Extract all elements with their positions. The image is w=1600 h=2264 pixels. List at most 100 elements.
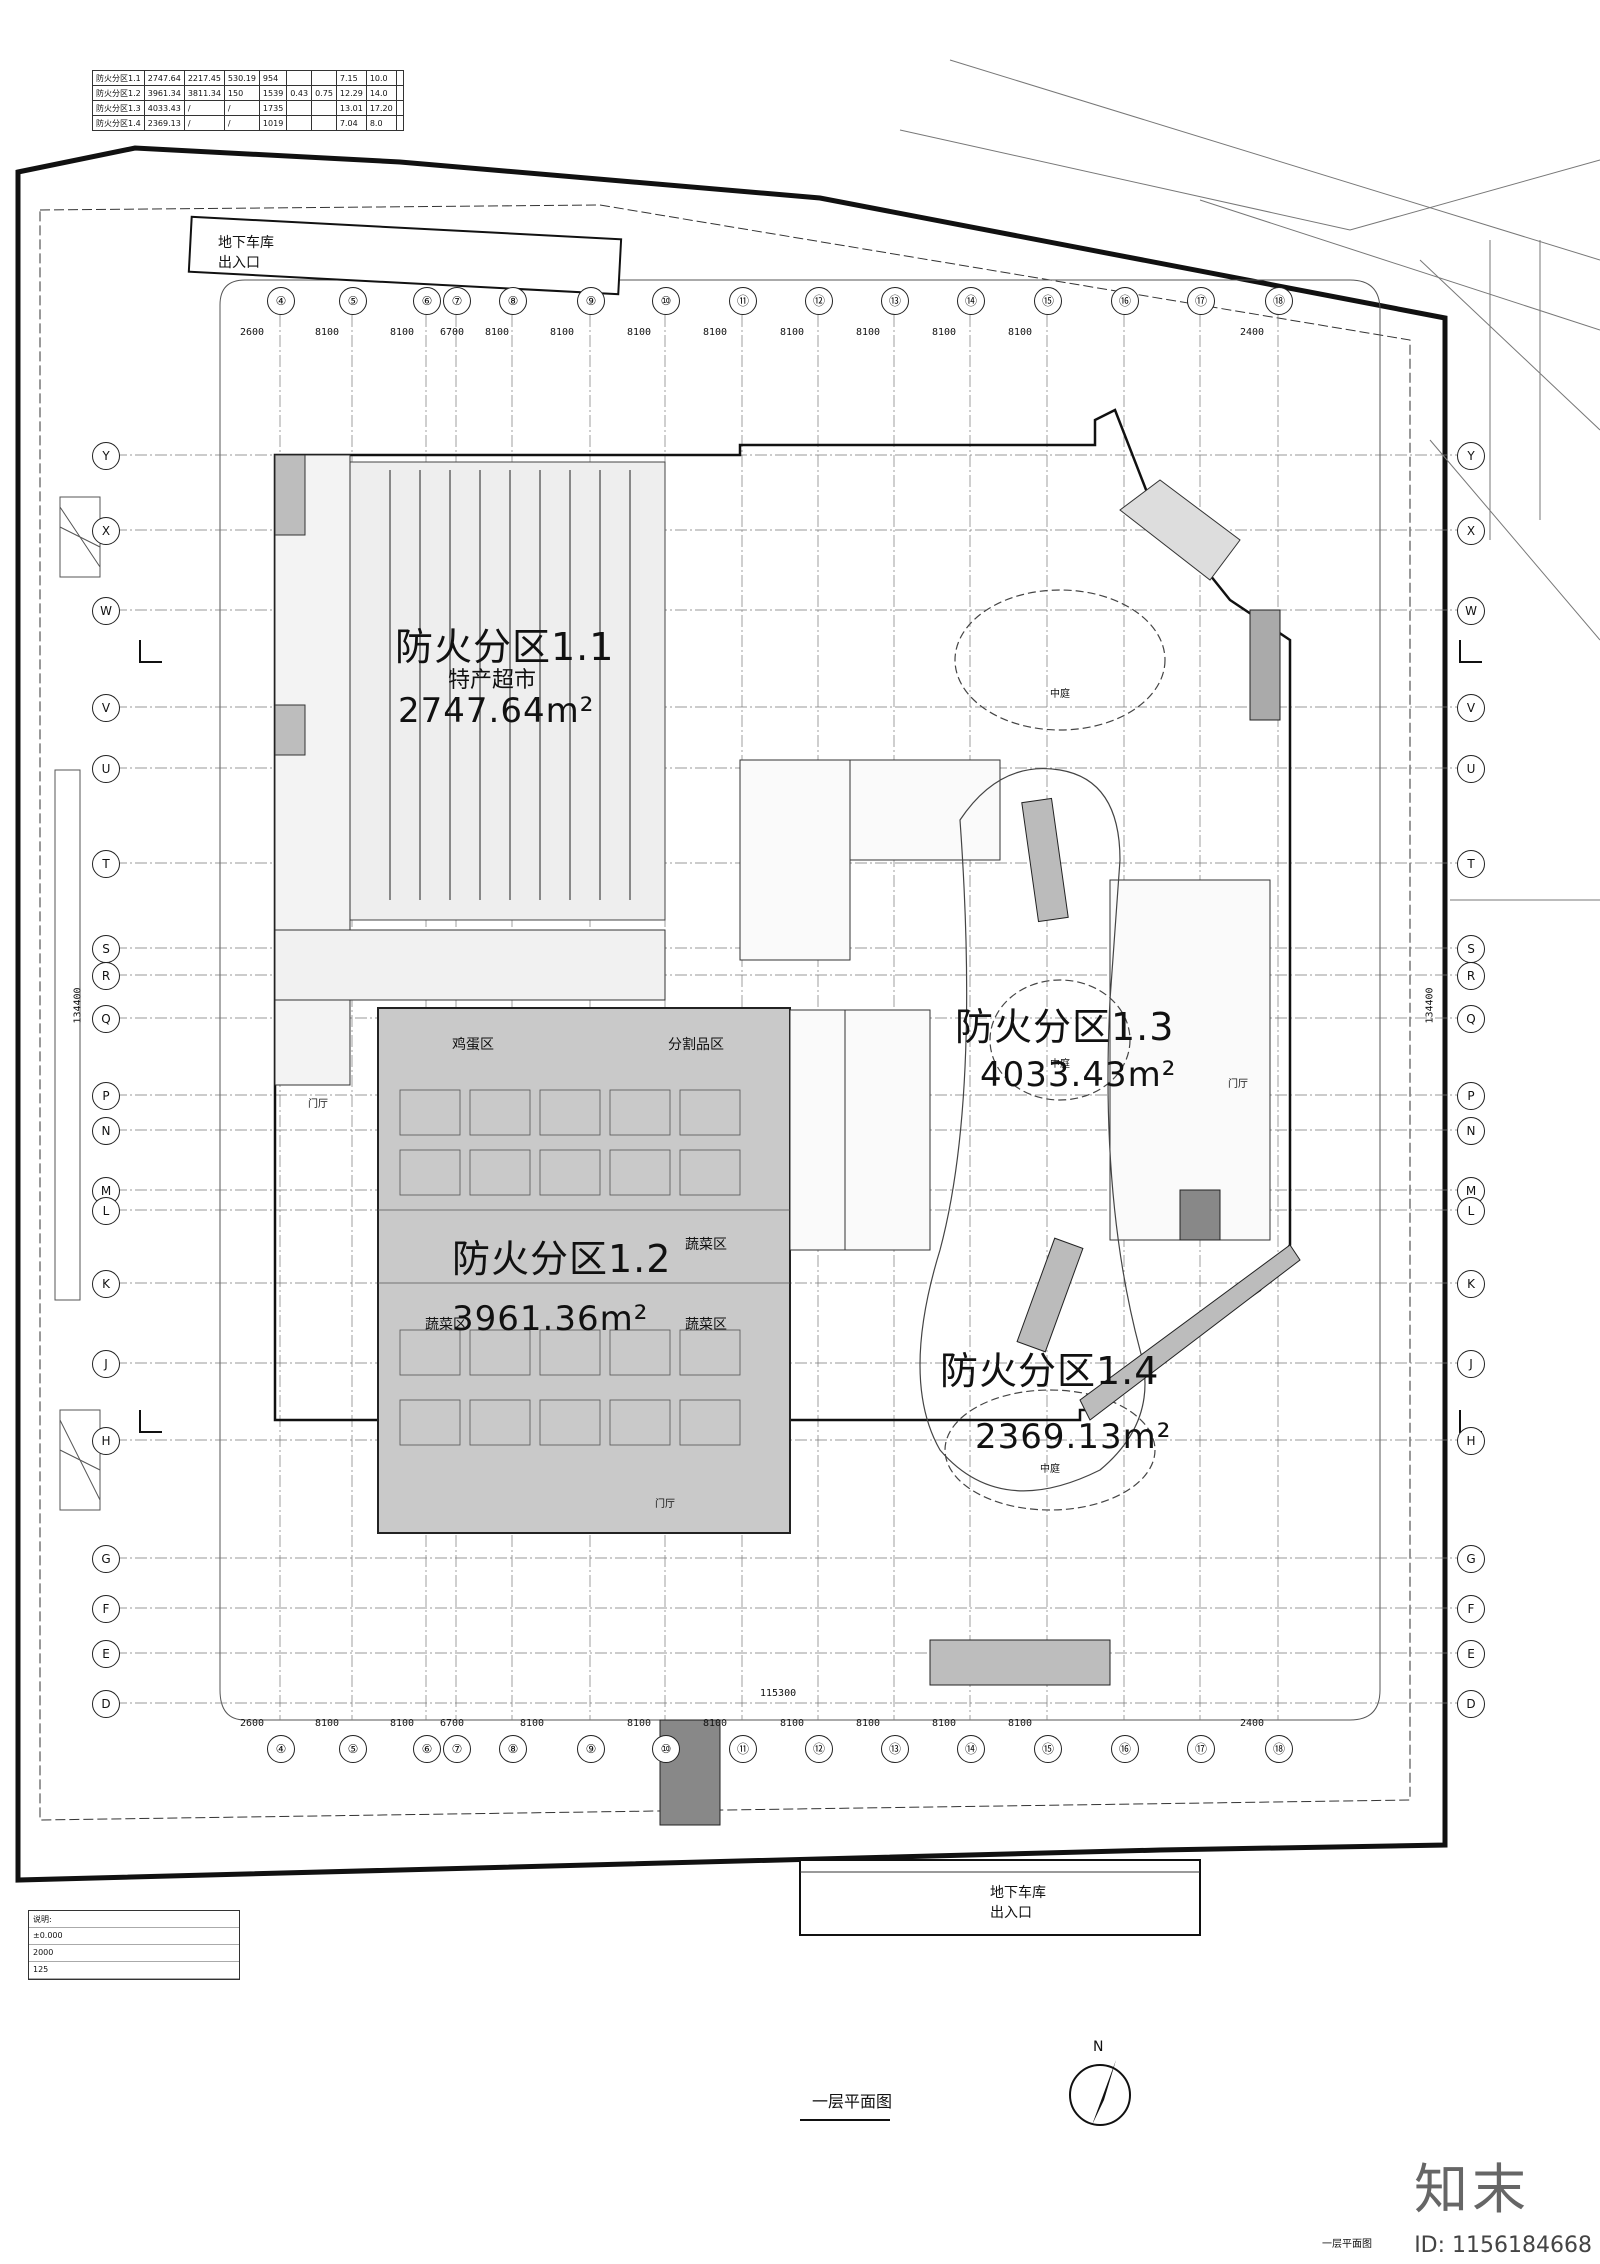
atrium-label-3: 中庭 [1040, 1464, 1060, 1475]
zone-1-1-area: 2747.64m² [398, 691, 595, 731]
atrium-label-1: 中庭 [1050, 689, 1070, 700]
summary-cell [395, 85, 404, 101]
meat-area: 分割品区 [668, 1037, 724, 1053]
summary-cell: 0.75 [311, 85, 337, 101]
road-curve [219, 279, 1381, 1721]
summary-cell [395, 70, 404, 86]
summary-cell: 2369.13 [143, 115, 185, 131]
axis-bubble-top: ⑩ [652, 287, 680, 315]
dimension-top: 8100 [780, 327, 805, 338]
summary-cell: 12.29 [335, 85, 367, 101]
dimension-bottom: 8100 [703, 1718, 728, 1729]
axis-bubble-left: U [92, 755, 120, 783]
summary-cell: 3961.34 [143, 85, 185, 101]
garage-label-top: 地下车库 [218, 235, 274, 251]
summary-cell [311, 115, 337, 131]
axis-bubble-left: W [92, 597, 120, 625]
north-label: N [1093, 2039, 1104, 2055]
shelf-rows [389, 470, 631, 900]
atrium-3 [944, 1389, 1156, 1511]
dimension-bottom: 2600 [240, 1718, 265, 1729]
stall-grid [378, 1089, 790, 1446]
summary-cell: 防火分区1.3 [92, 100, 145, 116]
axis-bubble-bottom: ⑩ [652, 1735, 680, 1763]
zone-1-1-sub: 特产超市 [448, 668, 537, 693]
dimension-bottom: 8100 [627, 1718, 652, 1729]
egg-area: 鸡蛋区 [452, 1037, 494, 1053]
axis-bubble-left: K [92, 1270, 120, 1298]
axis-bubble-left: R [92, 962, 120, 990]
watermark-logo: 知末 [1414, 2158, 1530, 2221]
dimension-total-right: 134400 [1424, 987, 1436, 1024]
escalator-2 [1016, 1237, 1084, 1353]
veg-area-3: 蔬菜区 [685, 1317, 727, 1333]
escalator-1 [1021, 797, 1069, 923]
service-hatch-1 [274, 454, 306, 536]
summary-cell: 1735 [258, 100, 288, 116]
axis-bubble-right: P [1457, 1082, 1485, 1110]
zone-1-4-name: 防火分区1.4 [940, 1349, 1160, 1393]
axis-bubble-bottom: ⑧ [499, 1735, 527, 1763]
axis-bubble-top: ⑪ [729, 287, 757, 315]
dimension-top: 8100 [703, 327, 728, 338]
summary-cell: 7.15 [335, 70, 367, 86]
stair-hatch-right [1249, 609, 1281, 721]
axis-bubble-bottom: ⑮ [1034, 1735, 1062, 1763]
axis-bubble-right: T [1457, 850, 1485, 878]
zone-1-2-floor [377, 1007, 791, 1534]
axis-bubble-right: S [1457, 935, 1485, 963]
dimension-top: 8100 [390, 327, 415, 338]
axis-bubble-bottom: ⑱ [1265, 1735, 1293, 1763]
dimension-top: 6700 [440, 327, 465, 338]
zone-1-1-floor [339, 461, 666, 921]
summary-cell: 8.0 [365, 115, 397, 131]
axis-bubble-right: W [1457, 597, 1485, 625]
axis-bubble-bottom: ⑭ [957, 1735, 985, 1763]
axis-bubble-left: J [92, 1350, 120, 1378]
summary-cell: 954 [258, 70, 288, 86]
axis-bubble-bottom: ⑨ [577, 1735, 605, 1763]
shop-block-2 [849, 759, 1001, 861]
legend-note-3: 125 [29, 1962, 239, 1979]
axis-bubble-top: ⑭ [957, 287, 985, 315]
axis-bubble-top: ⑮ [1034, 287, 1062, 315]
summary-cell [395, 115, 404, 131]
garage-ramp-top [187, 215, 623, 296]
axis-bubble-left: D [92, 1690, 120, 1718]
axis-bubble-top: ⑫ [805, 287, 833, 315]
street-lines [899, 59, 1600, 901]
legend-note-2: 2000 [29, 1945, 239, 1962]
zone-1-2-area: 3961.36m² [452, 1299, 649, 1339]
dimension-top: 8100 [932, 327, 957, 338]
dimension-top: 8100 [627, 327, 652, 338]
legend-heading: 说明: [29, 1911, 239, 1928]
zone-1-4-area: 2369.13m² [975, 1417, 1172, 1457]
summary-cell: / [223, 115, 260, 131]
dimension-total-bottom: 115300 [760, 1688, 797, 1699]
drawing-title: 一层平面图 [812, 2092, 893, 2111]
dimension-bottom: 8100 [315, 1718, 340, 1729]
summary-cell: 2217.45 [183, 70, 225, 86]
summary-cell: 2747.64 [143, 70, 185, 86]
atrium-label-2: 中庭 [1050, 1059, 1070, 1070]
site-boundary [15, 145, 1448, 1883]
north-arrow [1069, 2060, 1131, 2126]
hatched-block-bottom [929, 1639, 1111, 1686]
dimension-top: 8100 [550, 327, 575, 338]
axis-bubble-bottom: ⑰ [1187, 1735, 1215, 1763]
lobby-label-3: 门厅 [1228, 1079, 1248, 1090]
axis-bubble-left: N [92, 1117, 120, 1145]
dimension-bottom: 6700 [440, 1718, 465, 1729]
dimension-bottom: 2400 [1240, 1718, 1265, 1729]
corner-label: 一层平面图 [1322, 2239, 1372, 2250]
dimension-bottom: 8100 [390, 1718, 415, 1729]
stair-hatch-right-2 [1179, 1189, 1221, 1241]
axis-bubble-left: S [92, 935, 120, 963]
axis-bubble-bottom: ④ [267, 1735, 295, 1763]
axis-bubble-bottom: ⑯ [1111, 1735, 1139, 1763]
axis-bubble-left: F [92, 1595, 120, 1623]
axis-bubble-right: H [1457, 1427, 1485, 1455]
